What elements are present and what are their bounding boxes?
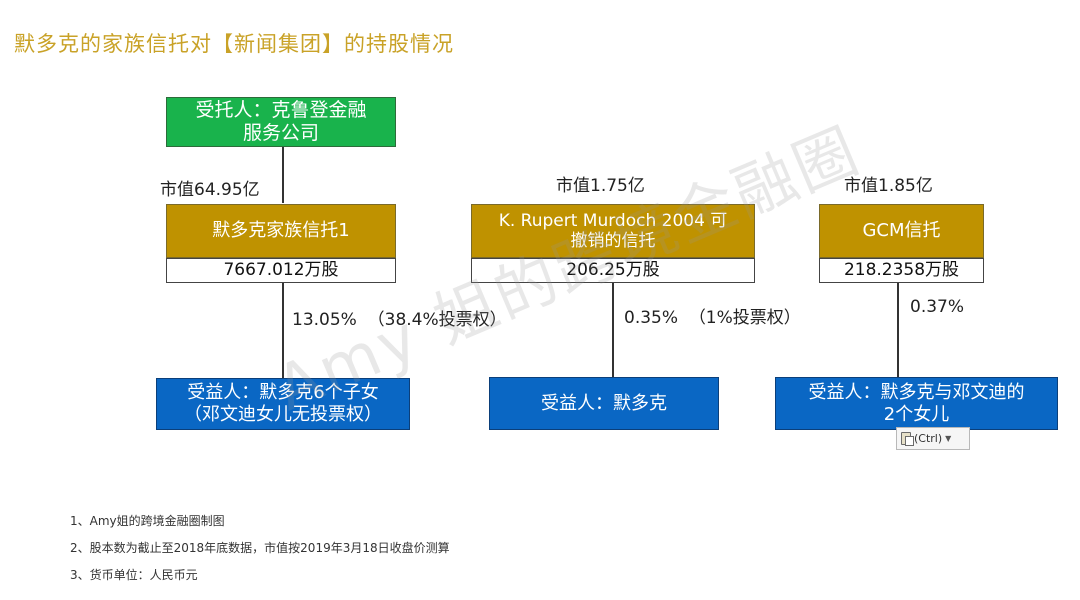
- trust-name-3: GCM信托: [862, 220, 941, 242]
- market-value-trust1: 市值64.95亿: [160, 180, 260, 200]
- trustee-label: 受托人：克鲁登金融 服务公司: [195, 99, 367, 144]
- beneficiary-box-2: 受益人：默多克: [489, 377, 719, 430]
- connector-trustee-trust1: [282, 147, 284, 203]
- trust-name-2: K. Rupert Murdoch 2004 可 撤销的信托: [498, 210, 728, 251]
- paste-options-label: (Ctrl): [914, 432, 943, 445]
- trust-box-2: K. Rupert Murdoch 2004 可 撤销的信托: [471, 204, 755, 258]
- trust-shares-2: 206.25万股: [471, 258, 755, 283]
- stake-trust3: 0.37%: [910, 297, 965, 317]
- page-title: 默多克的家族信托对【新闻集团】的持股情况: [14, 32, 454, 56]
- trustee-box: 受托人：克鲁登金融 服务公司: [166, 97, 396, 147]
- beneficiary-box-3: 受益人：默多克与邓文迪的 2个女儿: [775, 377, 1058, 430]
- stake-trust2: 0.35% （1%投票权）: [624, 308, 801, 328]
- trust-shares-1: 7667.012万股: [166, 258, 396, 283]
- trust-box-3: GCM信托: [819, 204, 984, 258]
- market-value-trust2: 市值1.75亿: [556, 176, 645, 196]
- paste-options-button[interactable]: (Ctrl) ▼: [896, 427, 970, 450]
- trust-box-1: 默多克家族信托1: [166, 204, 396, 258]
- stake-trust1: 13.05% （38.4%投票权）: [292, 310, 507, 330]
- trust-shares-3: 218.2358万股: [819, 258, 984, 283]
- trust-name-1: 默多克家族信托1: [212, 220, 350, 242]
- beneficiary-box-1: 受益人：默多克6个子女 （邓文迪女儿无投票权）: [156, 378, 410, 430]
- note-1: 1、Amy姐的跨境金融圈制图: [70, 514, 225, 528]
- connector-trust1-beneficiary: [282, 283, 284, 378]
- market-value-trust3: 市值1.85亿: [844, 176, 933, 196]
- clipboard-icon: [901, 432, 914, 446]
- note-2: 2、股本数为截止至2018年底数据，市值按2019年3月18日收盘价测算: [70, 541, 450, 555]
- note-3: 3、货币单位：人民币元: [70, 568, 198, 582]
- connector-trust2-beneficiary: [612, 283, 614, 377]
- chevron-down-icon: ▼: [945, 434, 952, 443]
- connector-trust3-beneficiary: [897, 283, 899, 377]
